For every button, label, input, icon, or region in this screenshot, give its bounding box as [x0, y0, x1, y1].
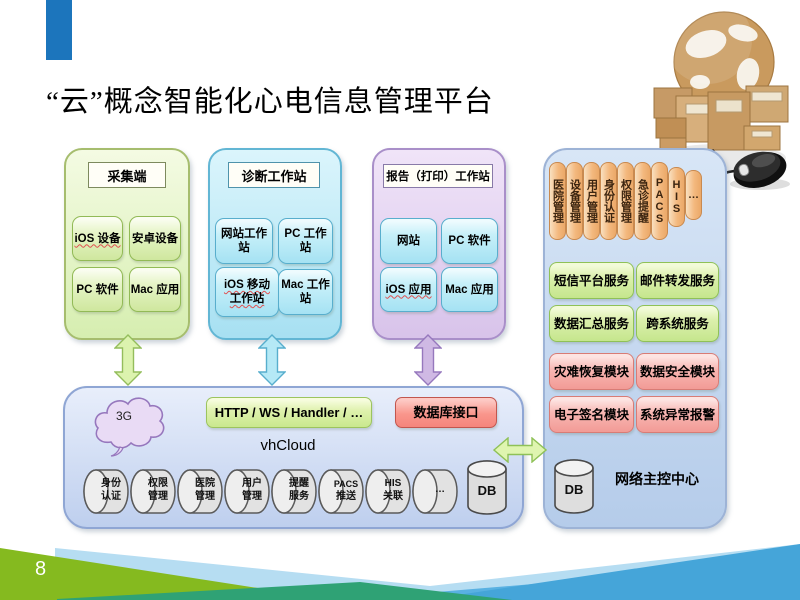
cylinder-more-label: … — [435, 484, 445, 495]
cylinder-reminder-label: 提醒服务 — [289, 478, 309, 502]
report-item-mac: Mac 应用 — [441, 267, 498, 312]
3g-cloud-icon — [94, 397, 165, 457]
accent-bar — [46, 0, 72, 60]
pill-hospital-mgmt: 医院管理 — [549, 162, 566, 240]
module-system-alarm: 系统异常报警 — [636, 396, 719, 433]
cylinder-identity-auth-icon — [83, 469, 129, 514]
slide-title: “云”概念智能化心电信息管理平台 — [46, 86, 494, 118]
service-sms: 短信平台服务 — [549, 262, 634, 299]
pill-his: HIS — [668, 167, 685, 227]
report-item-ios: iOS 应用 — [380, 267, 437, 312]
service-cross-system: 跨系统服务 — [636, 305, 719, 342]
arrow-report-cloud-icon — [414, 334, 442, 386]
collection-item-pc: PC 软件 — [72, 267, 123, 312]
module-e-signature: 电子签名模块 — [549, 396, 634, 433]
service-mail-forward: 邮件转发服务 — [636, 262, 719, 299]
vhcloud-db-label: DB — [477, 483, 497, 498]
diagnosis-item-mac: Mac 工作站 — [278, 269, 333, 315]
vhcloud-db-cylinder-icon — [467, 460, 507, 515]
cylinder-user-icon — [224, 469, 270, 514]
http-handler-chip: HTTP / WS / Handler / … — [206, 397, 372, 428]
module-data-security: 数据安全模块 — [636, 353, 719, 390]
network-control-center-label: 网络主控中心 — [615, 471, 699, 487]
pill-permission-mgmt: 权限管理 — [617, 162, 634, 240]
page-number: 8 — [35, 558, 47, 580]
cylinder-reminder-icon — [271, 469, 317, 514]
db-interface-chip: 数据库接口 — [395, 397, 497, 428]
3g-label: 3G — [115, 409, 132, 423]
pill-user-mgmt: 用户管理 — [583, 162, 600, 240]
collection-header: 采集端 — [88, 162, 166, 188]
module-disaster-recovery: 灾难恢复模块 — [549, 353, 634, 390]
vhcloud-label: vhCloud — [260, 437, 316, 454]
cylinder-identity-auth-label: 身份认证 — [101, 478, 121, 502]
pill-pacs: PACS — [651, 162, 668, 240]
control-center-db-cylinder-icon — [554, 459, 594, 514]
control-center-db-label: DB — [564, 482, 584, 497]
cylinder-hospital-icon — [177, 469, 223, 514]
pill-more: … — [685, 170, 702, 220]
footer-wave-decoration — [0, 544, 800, 600]
collection-item-ios: iOS 设备 — [72, 216, 123, 261]
diagnosis-item-ios: iOS 移动工作站 — [215, 267, 279, 317]
diagnosis-item-web: 网站工作站 — [215, 218, 273, 264]
cylinder-permission-icon — [130, 469, 176, 514]
pill-device-mgmt: 设备管理 — [566, 162, 583, 240]
diagnosis-item-pc: PC 工作站 — [278, 218, 333, 264]
mouse-icon — [733, 151, 787, 188]
cylinder-more-icon — [412, 469, 458, 514]
report-item-web: 网站 — [380, 218, 437, 264]
pill-emergency-alert: 急诊提醒 — [634, 162, 651, 240]
cylinder-user-label: 用户管理 — [242, 478, 262, 502]
diagnosis-header: 诊断工作站 — [228, 162, 320, 188]
cylinder-his-icon — [365, 469, 411, 514]
report-header: 报告（打印）工作站 — [383, 164, 493, 188]
cylinder-pacs-icon — [318, 469, 364, 514]
arrow-collection-cloud-icon — [114, 334, 142, 386]
collection-item-android: 安卓设备 — [129, 216, 181, 261]
cylinder-permission-label: 权限管理 — [148, 478, 168, 502]
pill-identity-auth: 身份认证 — [600, 162, 617, 240]
arrow-diagnosis-cloud-icon — [258, 334, 286, 386]
collection-item-mac: Mac 应用 — [129, 267, 181, 312]
arrow-cloud-control-icon — [493, 437, 547, 463]
cylinder-hospital-label: 医院管理 — [195, 478, 215, 502]
service-data-summary: 数据汇总服务 — [549, 305, 634, 342]
report-item-pc: PC 软件 — [441, 218, 498, 264]
globe-logistics-clipart — [653, 0, 790, 190]
